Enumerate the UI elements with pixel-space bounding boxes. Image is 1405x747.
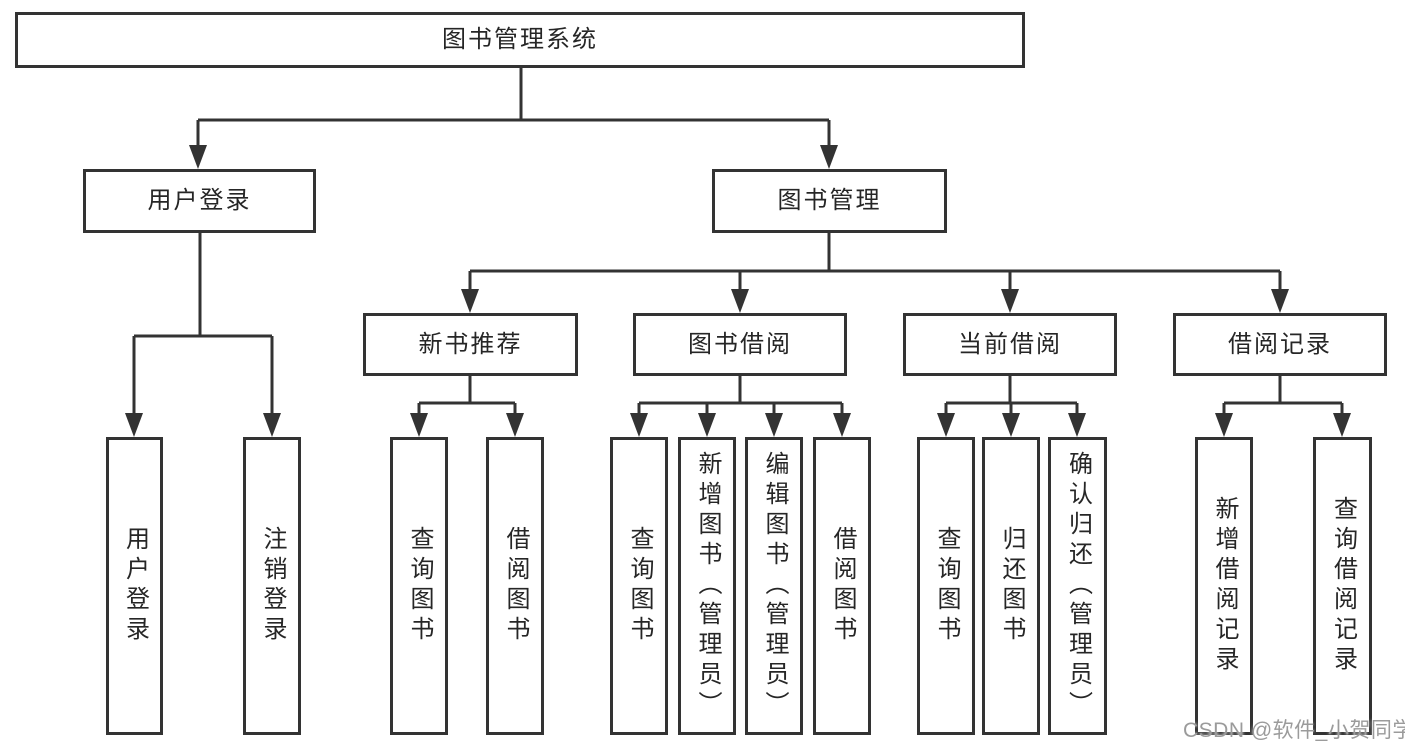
node-borrowing-records: 借阅记录 — [1173, 313, 1387, 376]
node-label: 图书借阅 — [688, 330, 792, 358]
node-label: 新增借阅记录 — [1211, 496, 1238, 676]
arrowhead — [765, 413, 783, 437]
connector-borrow-records-to-leaves — [1215, 376, 1351, 437]
node-label: 新增图书（管理员） — [694, 451, 721, 721]
node-label: 用户登录 — [147, 187, 252, 214]
leaf-records-query-record: 查询借阅记录 — [1313, 437, 1372, 735]
arrowhead — [833, 413, 851, 437]
arrowhead — [189, 145, 207, 169]
node-label: 查询借阅记录 — [1329, 496, 1357, 676]
arrowhead — [1001, 289, 1019, 313]
node-label: 查询图书 — [406, 526, 433, 646]
arrowhead — [937, 413, 955, 437]
arrowhead — [698, 413, 716, 437]
leaf-borrow-edit-books-admin: 编辑图书（管理员） — [745, 437, 803, 735]
leaf-logout: 注销登录 — [243, 437, 301, 735]
node-label: 用户登录 — [121, 526, 149, 646]
arrowhead — [506, 413, 524, 437]
node-user-login: 用户登录 — [83, 169, 316, 233]
leaf-newbook-borrow-books: 借阅图书 — [486, 437, 544, 735]
connector-new-book-to-leaves — [410, 376, 524, 437]
leaf-borrow-query-books: 查询图书 — [610, 437, 668, 735]
leaf-borrow-borrow-books: 借阅图书 — [813, 437, 871, 735]
node-label: 查询图书 — [626, 526, 653, 646]
node-label: 图书管理系统 — [442, 26, 598, 53]
watermark: CSDN @软件_小贺同学 — [1183, 719, 1405, 742]
connector-current-borrow-to-leaves — [937, 376, 1086, 437]
arrowhead — [1068, 413, 1086, 437]
leaf-borrow-add-books-admin: 新增图书（管理员） — [678, 437, 736, 735]
arrowhead — [1333, 413, 1351, 437]
arrowhead — [410, 413, 428, 437]
node-label: 图书管理 — [777, 187, 882, 214]
node-label: 借阅图书 — [502, 526, 529, 646]
node-label: 归还图书 — [998, 526, 1025, 646]
node-label: 注销登录 — [259, 526, 286, 646]
arrowhead — [820, 145, 838, 169]
arrowhead — [1002, 413, 1020, 437]
node-library-management-system: 图书管理系统 — [15, 12, 1025, 68]
arrowhead — [731, 289, 749, 313]
arrowhead — [1271, 289, 1289, 313]
connector-book-management-to-level3 — [461, 233, 1289, 313]
leaf-current-confirm-return-admin: 确认归还（管理员） — [1048, 437, 1107, 735]
leaf-current-query-books: 查询图书 — [917, 437, 975, 735]
node-label: 新书推荐 — [418, 330, 523, 358]
node-label: 确认归还（管理员） — [1064, 451, 1092, 721]
connector-user-login-to-leaves — [125, 233, 281, 437]
node-label: 编辑图书（管理员） — [761, 451, 788, 721]
node-label: 借阅记录 — [1228, 330, 1332, 358]
arrowhead — [461, 289, 479, 313]
arrowhead — [125, 413, 143, 437]
leaf-user-login: 用户登录 — [106, 437, 163, 735]
connector-root-to-level2 — [189, 68, 838, 169]
arrowhead — [630, 413, 648, 437]
node-label: 当前借阅 — [958, 330, 1062, 358]
node-label: 借阅图书 — [829, 526, 856, 646]
arrowhead — [1215, 413, 1233, 437]
arrowhead — [263, 413, 281, 437]
leaf-newbook-query-books: 查询图书 — [390, 437, 448, 735]
connector-book-borrow-to-leaves — [630, 376, 851, 437]
leaf-current-return-books: 归还图书 — [982, 437, 1040, 735]
node-label: 查询图书 — [933, 526, 960, 646]
node-current-borrowing: 当前借阅 — [903, 313, 1117, 376]
node-new-book-recommend: 新书推荐 — [363, 313, 578, 376]
node-book-borrowing: 图书借阅 — [633, 313, 847, 376]
leaf-records-add-record: 新增借阅记录 — [1195, 437, 1253, 735]
node-book-management: 图书管理 — [712, 169, 947, 233]
